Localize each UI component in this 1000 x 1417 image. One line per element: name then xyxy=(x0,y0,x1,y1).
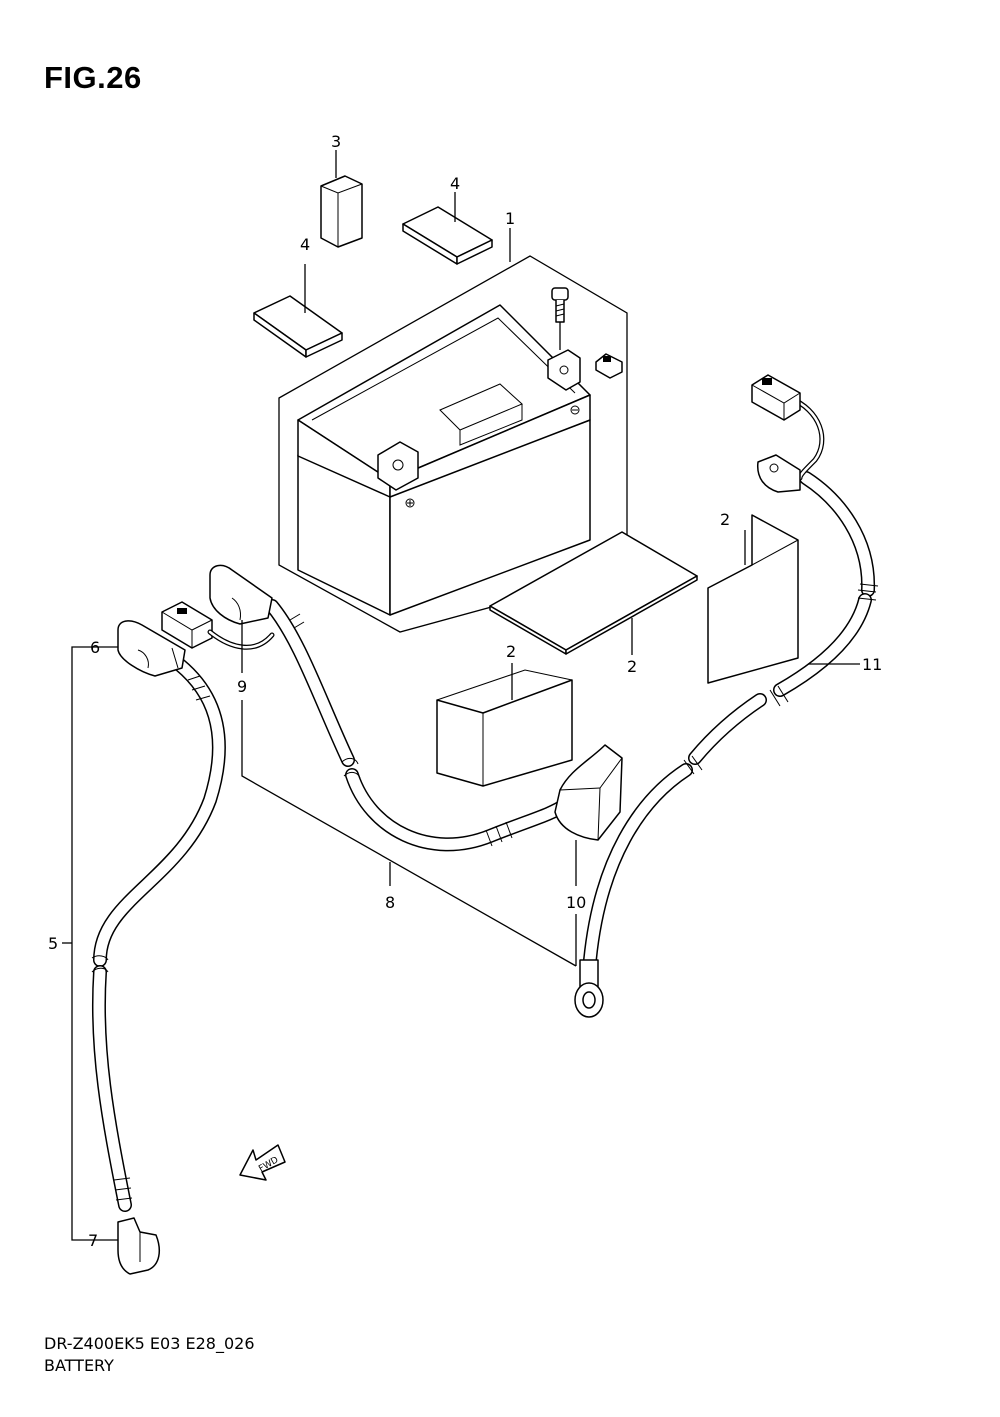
ground-lead-11[interactable] xyxy=(583,395,879,967)
terminal-nut[interactable] xyxy=(595,353,623,379)
callout-9: 9 xyxy=(237,677,247,696)
callout-8: 8 xyxy=(385,893,395,912)
callout-2a: 2 xyxy=(720,510,730,529)
ground-lead-terminal[interactable] xyxy=(757,454,801,493)
terminal-bolt[interactable] xyxy=(551,287,569,350)
part-4-pad-upper[interactable] xyxy=(402,206,493,265)
battery[interactable] xyxy=(297,304,591,616)
callout-4b: 4 xyxy=(300,235,310,254)
callout-3: 3 xyxy=(331,132,341,151)
ground-eyelet[interactable] xyxy=(574,959,604,1018)
part-2-sheet-flat[interactable] xyxy=(489,531,698,655)
battery-lead-5[interactable] xyxy=(91,658,226,1212)
fwd-arrow-icon: FWD xyxy=(239,1144,286,1181)
part-2-sheet-lower[interactable] xyxy=(436,669,573,787)
callout-5: 5 xyxy=(48,934,58,953)
callout-6: 6 xyxy=(90,638,100,657)
terminal-cap-6[interactable] xyxy=(117,620,186,677)
callout-1: 1 xyxy=(505,209,515,228)
part-2-sheet-right[interactable] xyxy=(707,514,799,684)
callout-2c: 2 xyxy=(506,642,516,661)
part-3-block[interactable] xyxy=(320,175,363,248)
figure-title: FIG.26 xyxy=(44,60,142,95)
model-code: DR-Z400EK5 E03 E28_026 xyxy=(44,1334,255,1353)
terminal-cap-7[interactable] xyxy=(117,1217,161,1275)
figure-footer: DR-Z400EK5 E03 E28_026 BATTERY xyxy=(44,1333,255,1377)
terminal-cap-9[interactable] xyxy=(209,564,273,625)
part-4-pad-lower[interactable] xyxy=(253,295,343,358)
callout-2b: 2 xyxy=(627,657,637,676)
callout-7: 7 xyxy=(88,1231,98,1250)
terminal-bracket[interactable] xyxy=(547,349,581,391)
callout-10: 10 xyxy=(566,893,586,912)
terminal-cap-10[interactable] xyxy=(554,744,623,841)
battery-lead-8[interactable] xyxy=(265,599,572,852)
callout-4a: 4 xyxy=(450,174,460,193)
figure-name: BATTERY xyxy=(44,1356,114,1375)
callout-11: 11 xyxy=(862,655,882,674)
ground-lead-coupler[interactable] xyxy=(751,374,801,421)
